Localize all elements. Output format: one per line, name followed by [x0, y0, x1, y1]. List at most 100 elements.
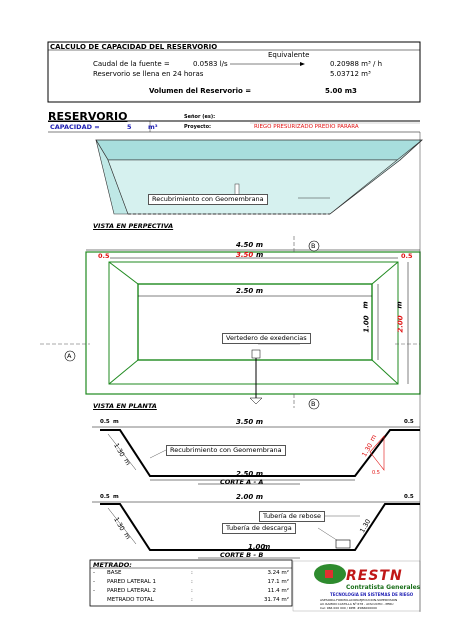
equivalente-label: Equivalente	[268, 51, 310, 59]
section-a-profile	[92, 426, 420, 481]
caudal-label: Caudal de la fuente =	[93, 60, 170, 68]
plan-inner-dim-unit: m	[256, 251, 264, 259]
equivalente-arrow-head	[300, 62, 305, 66]
corner-bl	[108, 359, 139, 385]
table-row: - BASE : 3.24 m²	[91, 569, 291, 578]
corte-a-bottom-dim: 2.50 m	[236, 470, 264, 478]
logo-graphic	[292, 560, 421, 612]
calc-table-frame	[47, 41, 421, 103]
corte-b-right-offset: 0.5	[404, 494, 414, 500]
vertedero-callout: Vertedero de exedencias	[222, 333, 311, 344]
metrado-bullet	[91, 596, 105, 605]
plan-depth-outer-unit: m	[395, 301, 404, 309]
volumen-value: 5.00 m3	[325, 87, 357, 95]
corte-a-left-offset: 0.5	[100, 419, 110, 425]
table-row: METRADO TOTAL : 31.74 m²	[91, 596, 291, 605]
corte-b-bottom-unit: m	[263, 543, 271, 551]
corte-b-bottom-dim: 1.00	[248, 543, 266, 551]
corte-a-profile-line	[100, 429, 420, 477]
corner-tr	[371, 261, 399, 285]
corte-a-callout: Recubrimiento con Geomembrana	[166, 445, 286, 456]
corte-b-left-unit: m	[113, 494, 119, 500]
metrado-frame	[89, 559, 293, 607]
descarga-pipe-icon	[335, 539, 351, 549]
slope-triangle	[369, 435, 385, 471]
capacidad-label: CAPACIDAD =	[50, 123, 100, 131]
metrado-label: PARED LATERAL 2	[107, 588, 157, 594]
capacidad-unit: m³	[148, 123, 158, 131]
corte-a-slope-dim	[107, 433, 137, 471]
logo-brand: RESTN	[346, 568, 403, 584]
table-row: - PARED LATERAL 2 : 11.4 m²	[91, 587, 291, 596]
section-b-label-bottom: B	[311, 400, 316, 408]
plan-caption: VISTA EN PLANTA	[93, 402, 157, 410]
metrado-label: METRADO TOTAL	[107, 597, 154, 603]
corte-a-top-dim: 3.50 m	[236, 418, 264, 426]
llenado-equiv: 5.03712 m³	[330, 70, 371, 78]
corte-a-slope-small: 0.5	[372, 470, 380, 476]
valve-icon	[249, 397, 263, 405]
metrado-table: - BASE : 3.24 m² - PARED LATERAL 1 : 17.…	[91, 569, 291, 605]
metrado-bullet: -	[93, 579, 95, 585]
plan-depth-inner: 1.00	[362, 315, 371, 333]
metrado-bullet: -	[93, 570, 95, 576]
metrado-title: METRADO:	[93, 561, 132, 569]
section-a-bubble	[64, 350, 76, 362]
metrado-value: 3.24 m²	[267, 570, 289, 576]
section-b-label-top: B	[311, 242, 316, 250]
plan-inner-dim: 3.50	[236, 251, 254, 259]
corner-tl	[108, 261, 139, 285]
llenado-label: Reservorio se llena en 24 horas	[93, 70, 204, 78]
water-top	[95, 139, 424, 161]
volumen-label: Volumen del Reservorio =	[149, 87, 252, 95]
rebose-callout: Tubería de rebose	[259, 511, 325, 522]
corte-a-leader	[149, 449, 167, 459]
caudal-equiv: 0.20988 m³ / h	[330, 60, 383, 68]
calc-title: CALCULO DE CAPACIDAD DEL RESERVORIO	[50, 43, 218, 51]
metrado-value: 31.74 m²	[263, 597, 289, 603]
metrado-sep: :	[191, 579, 193, 585]
caudal-value: 0.0583 l/s	[193, 60, 228, 68]
corte-b-caption: CORTE B - B	[220, 551, 264, 559]
capacidad-value: 5	[127, 123, 132, 131]
corte-a-caption: CORTE A - A	[220, 478, 264, 486]
logo-line5: Cel: 966 000 000 / RPM: #966000000	[320, 606, 377, 610]
proyecto-value: RIEGO PRESURIZADO PREDIO PARARA	[254, 124, 359, 130]
corte-b-profile-line	[100, 503, 420, 551]
logo-line1: Contratista Generales	[346, 584, 421, 591]
metrado-sep: :	[191, 588, 193, 594]
plan-depth-inner-unit: m	[361, 301, 370, 309]
metrado-sep: :	[191, 597, 193, 603]
descarga-callout: Tubería de descarga	[222, 523, 296, 534]
plan-top-dim: 4.50 m	[236, 241, 264, 249]
corte-b-slope-dim	[107, 507, 137, 545]
metrado-value: 17.1 m²	[267, 579, 289, 585]
metrado-bullet: -	[93, 588, 95, 594]
back-wall	[107, 159, 401, 215]
corte-b-left-offset: 0.5	[100, 494, 110, 500]
plan-inner	[137, 283, 373, 361]
corte-a-right-offset: 0.5	[404, 419, 414, 425]
metrado-sep: :	[191, 570, 193, 576]
vertedero-grate	[251, 349, 261, 359]
metrado-label: PARED LATERAL 1	[107, 579, 157, 585]
reservorio-title: RESERVORIO	[48, 110, 128, 123]
corte-a-left-unit: m	[113, 419, 119, 425]
proyecto-label: Proyecto:	[184, 124, 212, 130]
corte-b-top-dim: 2.00 m	[236, 493, 264, 501]
logo-line3: ASESORIA-FORMULACION-EJECUCION-SUPERVISI…	[320, 598, 398, 602]
plan-middle	[108, 261, 399, 385]
plan-left-offset: 0.5	[98, 252, 110, 260]
perspective-callout: Recubrimiento con Geomembrana	[148, 194, 268, 205]
plan-right-offset: 0.5	[401, 252, 413, 260]
metrado-label: BASE	[107, 570, 122, 576]
section-b-bubble-top	[308, 240, 320, 252]
metrado-value: 11.4 m²	[267, 588, 289, 594]
logo-line4: AV. RAMON CASTILLA Nº 678 - AYACUCHO - P…	[320, 602, 394, 606]
section-b-profile	[92, 501, 420, 551]
plan-depth-outer: 2.00	[396, 315, 405, 333]
section-b-bubble-bottom	[308, 398, 320, 410]
section-a-label: A	[67, 352, 72, 360]
perspective-caption: VISTA EN PERPECTIVA	[93, 222, 174, 230]
